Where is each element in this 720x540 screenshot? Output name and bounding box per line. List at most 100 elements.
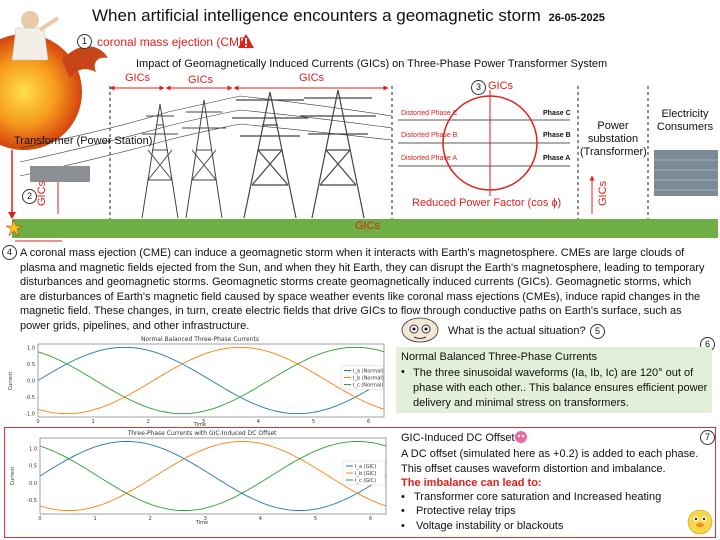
x-tick-label: 5 [312, 419, 315, 425]
step-1-badge: 1 [77, 34, 92, 49]
figure-arm [38, 16, 60, 32]
x-tick-label: 0 [36, 419, 39, 425]
legend-entry: I_a (Normal) [353, 369, 384, 375]
gic-item-2: Protective relay trips [416, 505, 516, 517]
figure-body [11, 27, 49, 61]
gic-offset-body: A DC offset (simulated here as +0.2) is … [401, 448, 699, 475]
x-tick-label: 2 [149, 516, 152, 522]
thinking-face-icon [401, 317, 439, 343]
series-line [39, 441, 387, 511]
gics-ground-label: GICs [355, 220, 381, 232]
sun-shape [0, 34, 82, 150]
gics-label-left: GICs [36, 180, 48, 206]
diagram-subtitle: Impact of Geomagnetically Induced Curren… [136, 58, 608, 70]
gics-label-c: GICs [299, 72, 325, 84]
title-date: 26-05-2025 [548, 12, 605, 24]
y-tick-label: -0.5 [25, 395, 35, 401]
gics-label-b: GICs [188, 74, 214, 86]
figure-head [21, 11, 39, 29]
description-paragraph: A coronal mass ejection (CME) can induce… [20, 247, 705, 332]
gic-bullet-3: • [401, 520, 405, 532]
y-tick-label: 1.0 [29, 446, 37, 452]
chart2-xlabel: Time [195, 520, 208, 526]
phase-c-label: Phase C [543, 110, 571, 117]
distorted-phase-b: Distorted Phase B [401, 132, 458, 139]
substation-label: Power substation (Transformer) [580, 120, 647, 158]
step-5-badge: 5 [590, 324, 605, 339]
phase-b-label: Phase B [543, 132, 571, 139]
normal-currents-chart: Normal Balanced Three-Phase Currents 1.0… [8, 336, 385, 427]
x-tick-label: 3 [202, 419, 205, 425]
gics-label-right: GICs [597, 180, 609, 206]
series-line [39, 441, 387, 511]
cme-plume-shape [62, 46, 108, 78]
legend-entry: I_c (Normal) [353, 383, 383, 389]
transformer-block [30, 166, 90, 182]
consumers-label: Electricity Consumers [656, 108, 714, 133]
warning-icon [238, 34, 254, 48]
step-3-badge: 3 [471, 80, 486, 95]
gic-bullet-1: • [401, 491, 405, 503]
distorted-phase-c: Distorted Phase C [401, 110, 458, 117]
reduced-power-factor-label: Reduced Power Factor (cos ϕ) [412, 197, 562, 209]
phase-a-label: Phase A [543, 155, 571, 162]
x-tick-label: 5 [314, 516, 317, 522]
tower-2 [182, 99, 226, 219]
x-tick-label: 1 [92, 419, 95, 425]
series-line [37, 346, 385, 415]
normal-title: Normal Balanced Three-Phase Currents [401, 351, 598, 363]
chart1-xlabel: Time [193, 422, 206, 427]
step-7-badge: 7 [700, 430, 715, 445]
question-text: What is the actual situation? [448, 325, 586, 337]
power-system-diagram [19, 85, 718, 220]
y-tick-label: 0.0 [27, 379, 35, 385]
step-2-badge: 2 [22, 189, 37, 204]
legend-entry: I_a (GIC) [355, 464, 376, 470]
chart2-ylabel: Current [10, 467, 16, 486]
spark-icon [6, 220, 22, 236]
consumers-rack [654, 150, 718, 196]
chart1-title: Normal Balanced Three-Phase Currents [141, 336, 259, 343]
x-tick-label: 3 [204, 516, 207, 522]
x-tick-label: 2 [147, 419, 150, 425]
sun-cme-illustration [0, 11, 108, 219]
transformer-label: Transformer (Power Station) [14, 135, 153, 147]
normal-body: The three sinusoidal waveforms (Ia, Ib, … [413, 367, 708, 409]
x-tick-label: 4 [257, 419, 260, 425]
series-line [37, 346, 385, 415]
x-tick-label: 0 [38, 516, 41, 522]
y-tick-label: -1.0 [25, 412, 35, 418]
gics-label-a: GICs [125, 72, 151, 84]
duck-mascot-icon [687, 509, 713, 535]
cme-label: coronal mass ejection (CME) [97, 35, 252, 49]
legend-entry: I_b (Normal) [353, 376, 384, 382]
chart2-title: Three-Phase Currents with GIC-Induced DC… [127, 430, 277, 437]
tower-4 [300, 89, 376, 219]
series-line [39, 441, 387, 511]
distorted-phase-a: Distorted Phase A [401, 155, 458, 162]
gic-section-box [4, 427, 716, 538]
normal-info-box [396, 347, 712, 413]
x-tick-label: 4 [259, 516, 262, 522]
gics-label-d: GICs [488, 80, 514, 92]
x-tick-label: 6 [369, 516, 372, 522]
gic-item-1: Transformer core saturation and Increase… [414, 491, 662, 503]
y-tick-label: -0.5 [27, 498, 37, 504]
y-tick-label: 0.5 [29, 464, 37, 470]
gic-currents-chart: Three-Phase Currents with GIC-Induced DC… [10, 430, 387, 526]
x-tick-label: 1 [94, 516, 97, 522]
tower-1 [141, 103, 179, 219]
y-tick-label: 0.5 [27, 362, 35, 368]
series-line [37, 346, 385, 415]
legend-entry: I_b (GIC) [355, 471, 377, 477]
gic-bullet-2: • [401, 505, 405, 517]
y-tick-label: 0.0 [29, 481, 37, 487]
y-tick-label: 1.0 [27, 345, 35, 351]
page-title: When artificial intelligence encounters … [92, 6, 605, 26]
x-tick-label: 6 [367, 419, 370, 425]
gic-item-3: Voltage instability or blackouts [416, 520, 564, 532]
virus-icon [515, 431, 527, 443]
chart1-ylabel: Current [8, 372, 14, 391]
gic-lead-text: The imbalance can lead to: [401, 477, 542, 489]
legend-entry: I_c (GIC) [355, 478, 376, 484]
